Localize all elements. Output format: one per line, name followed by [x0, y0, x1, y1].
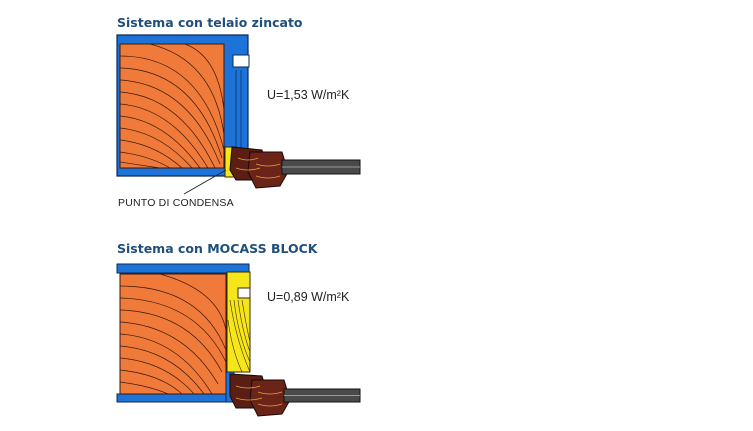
top-section-title: Sistema con telaio zincato — [117, 15, 303, 30]
mocass-block-insulation — [226, 271, 251, 373]
frame-strip-top — [116, 263, 250, 274]
top-section-drawing — [116, 34, 361, 195]
mocass-isotherms — [227, 299, 250, 372]
isotherm-lines-top — [120, 44, 224, 168]
mocass-notch — [237, 287, 251, 299]
frame-strip-bottom — [116, 393, 228, 403]
frame-notch — [232, 54, 250, 68]
condensation-point-label: PUNTO DI CONDENSA — [118, 197, 234, 209]
condensation-leader-line — [183, 169, 227, 195]
wood-frame-top-b — [247, 151, 289, 189]
wall-core-bottom — [119, 273, 227, 395]
wood-grain-bottom — [235, 385, 283, 407]
wood-grain-top — [235, 157, 281, 179]
isotherm-lines-bottom — [120, 274, 226, 394]
bottom-section-title: Sistema con MOCASS BLOCK — [117, 241, 318, 256]
top-u-value: U=1,53 W/m²K — [267, 88, 350, 102]
bottom-section-drawing — [116, 263, 361, 417]
bottom-u-value: U=0,89 W/m²K — [267, 290, 350, 304]
